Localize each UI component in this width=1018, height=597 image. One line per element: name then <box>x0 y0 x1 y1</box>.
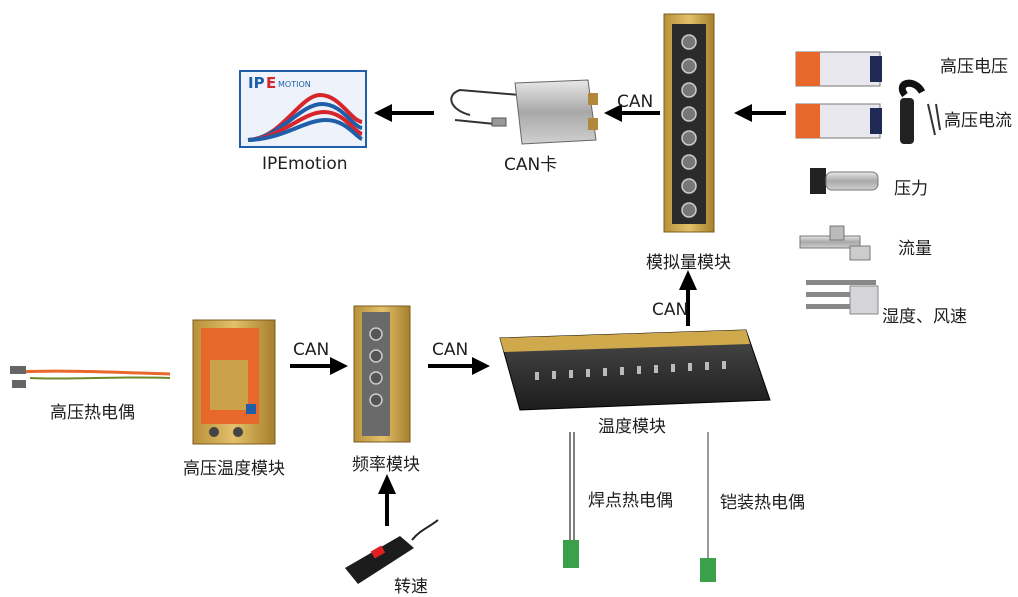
label-hv-thermocouple: 高压热电偶 <box>50 403 135 423</box>
label-hv-voltage: 高压电压 <box>940 57 1008 77</box>
label-hv-temp-module: 高压温度模块 <box>183 459 285 479</box>
label-spot-thermocouple: 焊点热电偶 <box>588 491 673 511</box>
armored-thermocouple-probe <box>700 432 716 582</box>
analog-module-device <box>663 13 715 233</box>
can-label-freq-to-temp: CAN <box>432 340 469 360</box>
label-hv-current: 高压电流 <box>944 111 1012 131</box>
temp-module-device <box>499 329 771 411</box>
label-can-card: CAN卡 <box>504 155 558 175</box>
arrows <box>290 104 786 526</box>
hv-temp-module-device <box>192 319 276 445</box>
spot-thermocouple-probe <box>563 432 579 568</box>
ipemotion-logo <box>239 70 367 148</box>
label-freq-module: 频率模块 <box>352 455 420 475</box>
label-pressure: 压力 <box>894 179 928 199</box>
label-armored-thermocouple: 铠装热电偶 <box>720 493 805 513</box>
rpm-sensor <box>345 519 439 584</box>
label-humidity-wind: 湿度、风速 <box>882 307 967 327</box>
hv-thermocouple-cable <box>10 366 171 388</box>
can-label-analog-to-card: CAN <box>617 92 654 112</box>
label-flow: 流量 <box>898 239 932 259</box>
current-clamp <box>898 79 941 144</box>
hv-voltage-devices <box>795 51 882 139</box>
label-ipemotion: IPEmotion <box>262 154 348 174</box>
can-label-hvtemp-to-freq: CAN <box>293 340 330 360</box>
logo-brand-ip: IP <box>248 74 265 92</box>
label-analog-module: 模拟量模块 <box>646 253 731 273</box>
flow-meter <box>799 225 871 261</box>
freq-module-device <box>353 305 411 443</box>
can-label-temp-to-analog: CAN <box>652 300 689 320</box>
humidity-wind-probes <box>806 280 879 315</box>
pressure-sensor <box>810 168 879 194</box>
label-rpm: 转速 <box>394 577 428 597</box>
can-card-device <box>450 79 598 145</box>
logo-brand-motion: MOTION <box>278 80 311 89</box>
label-temp-module: 温度模块 <box>598 417 666 437</box>
logo-brand-e: E <box>266 74 277 92</box>
